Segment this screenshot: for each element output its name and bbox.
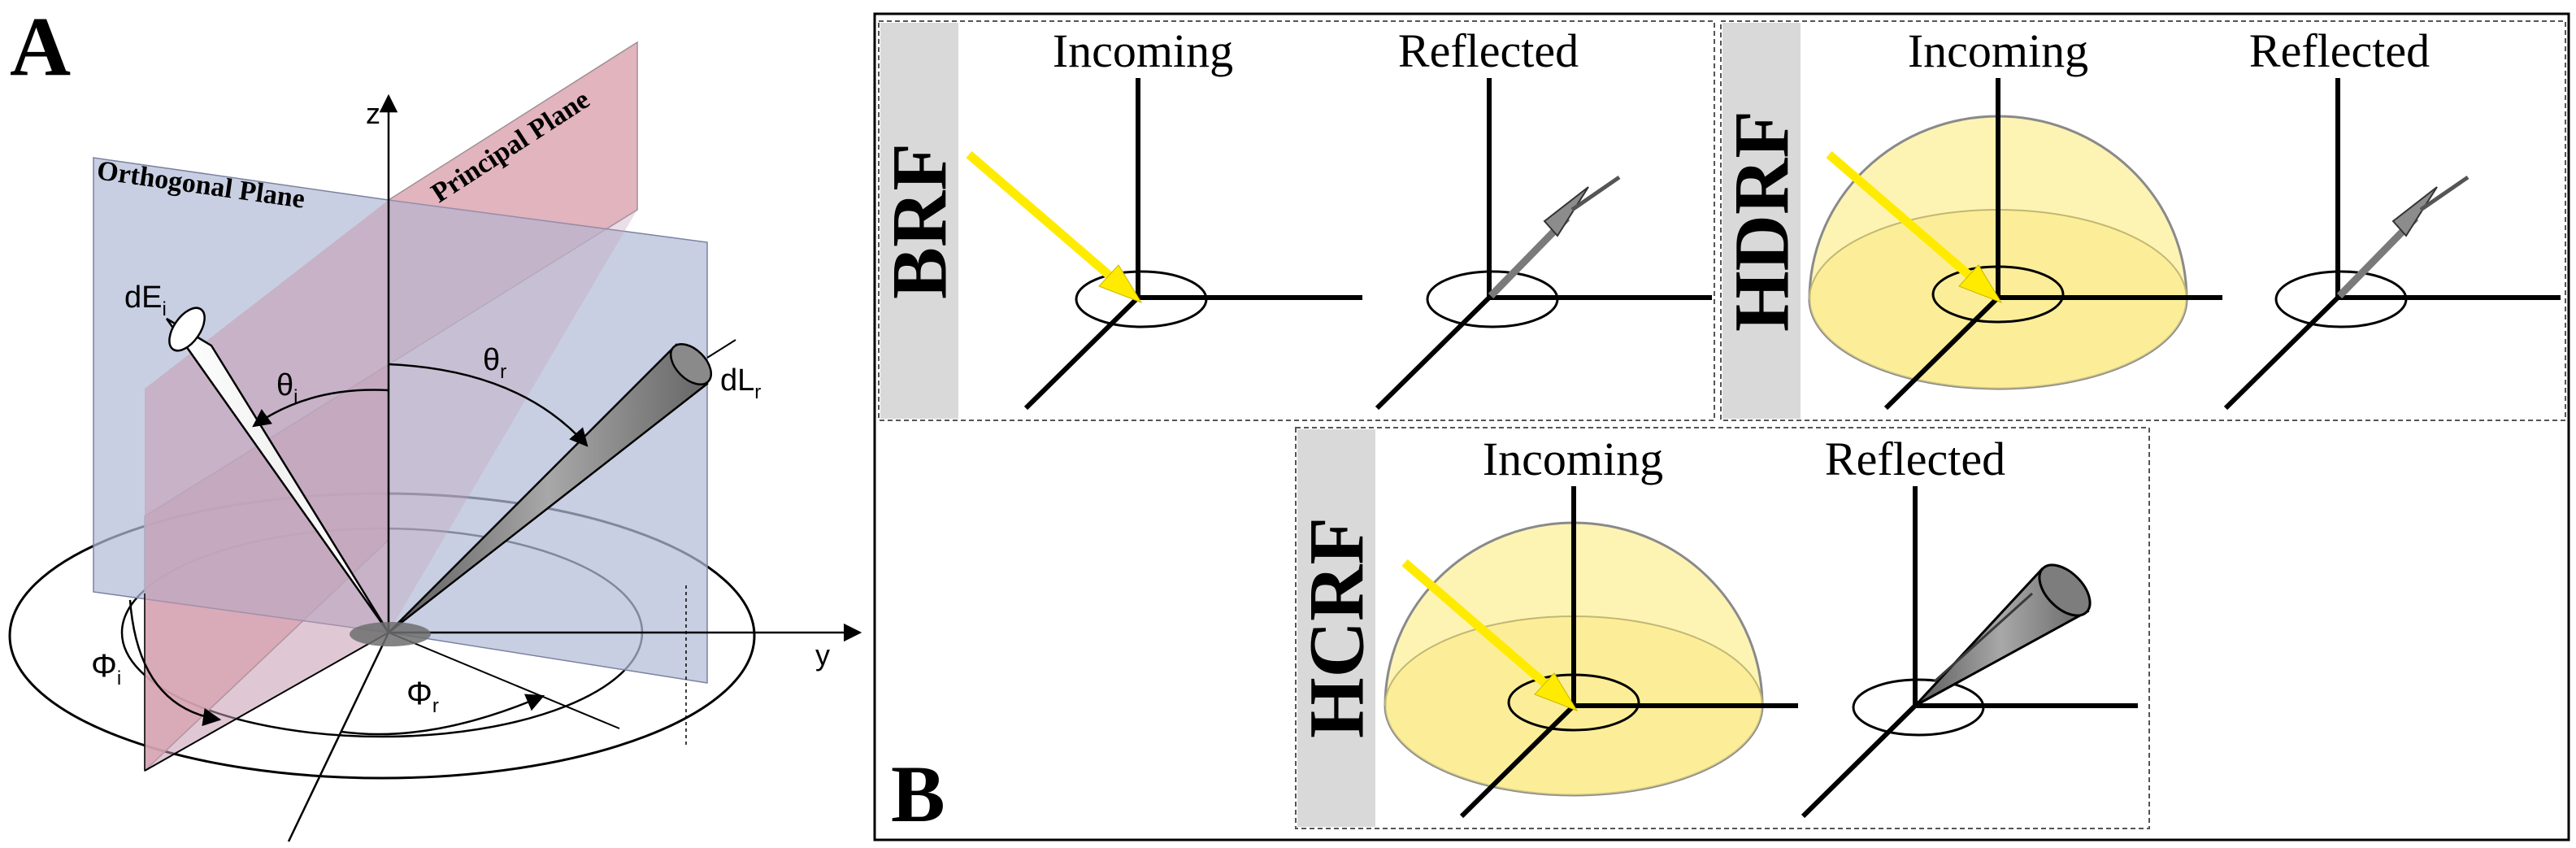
brf-tab — [880, 23, 958, 419]
z-axis-label: z — [366, 97, 380, 130]
hdrf-box: HDRF Incoming Reflected — [1718, 20, 2566, 421]
symbol-dE-i: dEi — [124, 280, 167, 320]
hdrf-reflected-arrow — [2336, 175, 2470, 299]
panel-a-letter: A — [10, 0, 71, 93]
surface-element — [350, 622, 431, 646]
panel-a: A Orthogonal Plane Principal Plane z y — [8, 0, 862, 842]
symbol-phi-i: Φi — [91, 648, 121, 689]
symbol-dL-r: dLr — [720, 363, 761, 403]
hcrf-reflected-axes — [1801, 486, 2138, 819]
symbol-phi-r: Φr — [406, 676, 439, 717]
hcrf-incoming-label: Incoming — [1483, 433, 1663, 485]
symbol-theta-i: θi — [276, 368, 298, 408]
reflected-cone-cap — [670, 343, 712, 385]
brf-incoming-arrow — [966, 150, 1143, 303]
hcrf-incoming-axes — [1459, 486, 1798, 819]
x-axis — [287, 632, 390, 842]
panel-b: BRF Incoming Reflected — [873, 12, 2570, 841]
phi-r-arc — [341, 694, 545, 736]
hdrf-incoming-label: Incoming — [1908, 24, 2088, 77]
panel-b-letter: B — [891, 749, 945, 839]
brf-label: BRF — [876, 143, 963, 299]
hcrf-box: HCRF Incoming Reflected — [1293, 427, 2150, 829]
symbol-theta-r: θr — [483, 343, 506, 383]
theta-r-arc — [388, 363, 589, 447]
hcrf-tab — [1297, 429, 1375, 827]
panel-b-frame — [873, 12, 2570, 841]
phi-i-radial — [144, 632, 389, 772]
hdrf-reflected-label: Reflected — [2249, 24, 2430, 77]
brf-incoming-axes — [1023, 78, 1362, 411]
brf-box: BRF Incoming Reflected — [876, 20, 1715, 421]
hcrf-reflected-cone — [1914, 563, 2092, 707]
hcrf-incoming-arrow — [1401, 559, 1579, 711]
hdrf-incoming-arrow — [1826, 150, 2003, 303]
incident-cone-cap — [168, 307, 206, 352]
brf-reflected-label: Reflected — [1398, 24, 1579, 77]
brf-reflected-axes — [1375, 78, 1712, 411]
theta-i-arc — [252, 389, 389, 428]
hcrf-label: HCRF — [1293, 517, 1380, 738]
plane-overlap-right — [389, 42, 637, 633]
reflected-dir-line — [706, 339, 736, 359]
hdrf-label: HDRF — [1718, 111, 1805, 332]
hdrf-tab — [1722, 23, 1801, 419]
brf-reflected-arrow — [1488, 175, 1621, 299]
hdrf-incoming-axes — [1883, 78, 2222, 411]
hdrf-reflected-axes — [2223, 78, 2561, 411]
brf-incoming-label: Incoming — [1053, 24, 1233, 77]
phi-i-arc — [128, 599, 222, 727]
hcrf-reflected-label: Reflected — [1825, 433, 2005, 485]
phi-r-radial — [388, 632, 620, 729]
y-axis-label: y — [815, 638, 830, 672]
